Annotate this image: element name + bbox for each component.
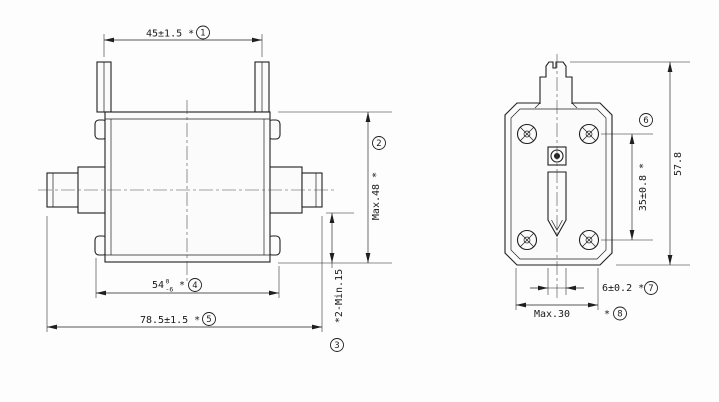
side-view: 6 35±0.8 * 57.8 6±0.2 * 7 Max.30 [504,54,690,321]
dim-grip-width-value: 54 [152,280,164,291]
dimension-blade-pitch: 45±1.5 * 1 [103,25,263,57]
marker-3-circle [330,338,344,352]
top-tab [539,61,573,104]
dimension-max-width: Max.30 * 8 [515,268,627,321]
rivet [578,123,600,145]
front-view: 45±1.5 * 1 2 Max.48 * *2-Min.15 3 [38,25,392,352]
marker-5: 5 [206,315,211,325]
marker-4-circle [188,278,202,292]
marker-8: 8 [617,310,622,320]
fuse-body [104,111,271,263]
dim-max-height-label: Max.48 * [371,172,382,220]
marker-6-circle [639,113,653,127]
blade-contacts [96,61,270,113]
marker-8-circle [613,306,627,321]
marker-3: 3 [334,341,339,351]
dim-blade-width-label: 6±0.2 * [602,283,644,294]
marker-7: 7 [648,284,653,294]
marker-4: 4 [192,281,197,291]
marker-2: 2 [376,139,381,149]
dimension-grip-width: 54 0 -6 * 4 [95,258,280,298]
dim-contact-depth-label: *2-Min.15 [334,269,345,323]
dimension-total-height: 57.8 [570,61,690,266]
side-body [504,61,613,266]
rivet [578,229,600,251]
dimension-blade-width: 6±0.2 * 7 [530,268,658,295]
marker-6: 6 [643,116,648,126]
dim-grip-width-upper-tol: 0 [166,278,170,286]
center-blade [547,171,567,238]
marker-2-circle [372,136,386,150]
dim-overall-length-label: 78.5±1.5 * [140,315,200,326]
dim-grip-width-star: * [179,280,185,291]
rivet [516,229,538,251]
dim-max-width-star: * [604,309,610,320]
dim-total-height-label: 57.8 [673,152,684,176]
dimension-contact-depth: *2-Min.15 3 [326,212,354,352]
rivet [516,123,538,145]
dim-grip-width-lower-tol: -6 [166,286,174,294]
dim-blade-pitch-label: 45±1.5 * [146,29,194,40]
marker-5-circle [202,312,216,326]
dimension-max-height: 2 Max.48 * [278,111,392,264]
dimension-fixing-pitch: 6 35±0.8 * [601,113,653,241]
dimension-overall-length: 78.5±1.5 * 5 [46,216,323,332]
marker-7-circle [644,281,658,295]
marker-1-circle [196,25,210,40]
marker-1: 1 [200,29,205,39]
dim-max-width-label: Max.30 [534,309,570,320]
fixing-rivets [516,123,600,251]
dim-fixing-pitch-label: 35±0.8 * [638,163,649,211]
